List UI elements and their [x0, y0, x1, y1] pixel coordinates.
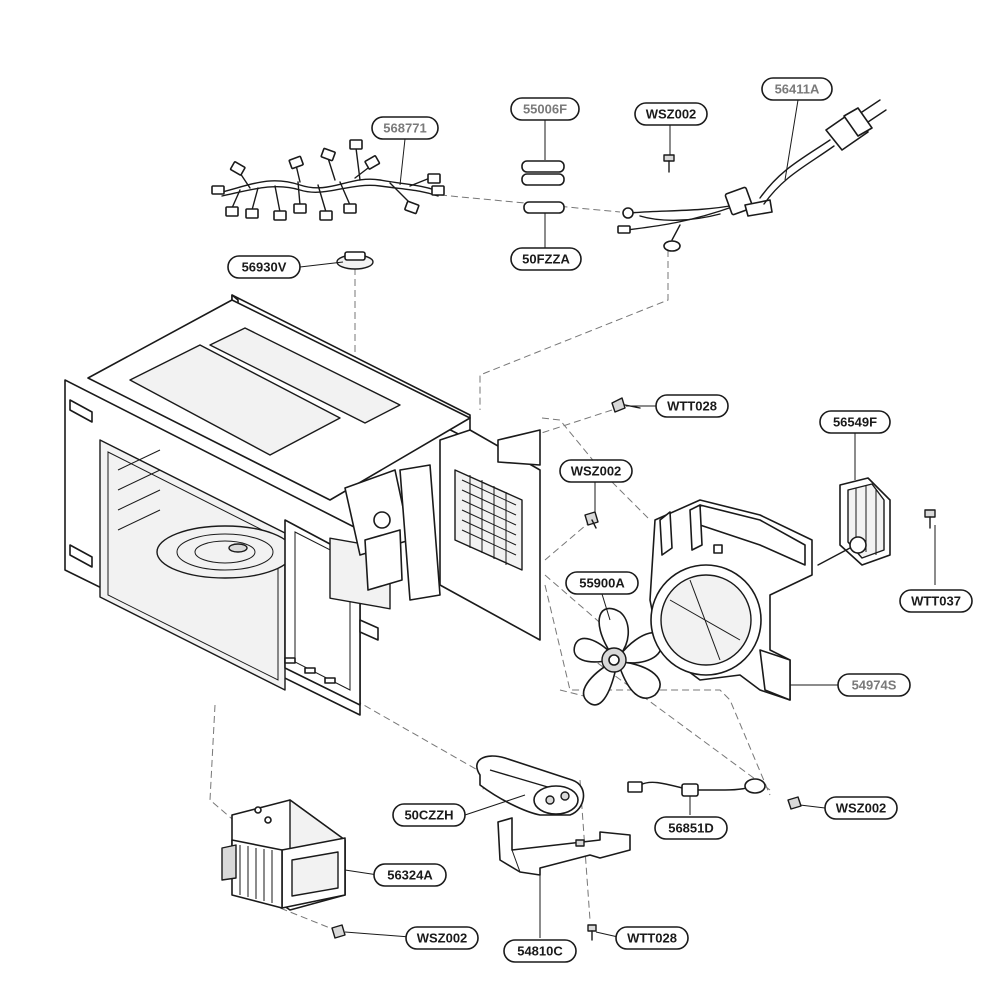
part-number-text: 54810C: [517, 944, 563, 959]
part-label-56549F: 56549F: [819, 410, 891, 434]
part-number-text: 50CZZH: [404, 808, 453, 823]
diode: [627, 778, 802, 810]
part-label-568771: 568771: [371, 116, 439, 140]
part-number-text: WSZ002: [836, 801, 887, 816]
part-number-text: WTT037: [911, 594, 961, 609]
fuses: [521, 160, 565, 214]
part-number-text: 56930V: [242, 260, 287, 275]
part-number-text: WTT028: [627, 931, 677, 946]
part-label-55006F: 55006F: [510, 97, 580, 121]
part-label-WSZ002-mid: WSZ002: [559, 459, 633, 483]
power-cord: [617, 99, 887, 252]
part-label-WSZ002-bottom: WSZ002: [405, 926, 479, 950]
part-number-text: WTT028: [667, 399, 717, 414]
part-label-54810C: 54810C: [503, 939, 577, 963]
wire-harness: [211, 139, 445, 221]
part-number-text: WSZ002: [417, 931, 468, 946]
part-label-50FZZA: 50FZZA: [510, 247, 582, 271]
screw-top: [663, 154, 675, 173]
part-number-text: 568771: [383, 121, 426, 136]
part-label-50CZZH: 50CZZH: [392, 803, 466, 827]
part-number-text: 54974S: [852, 678, 897, 693]
part-number-text: 56851D: [668, 821, 714, 836]
part-label-WTT028-lower: WTT028: [615, 926, 689, 950]
air-guide-bracket: [649, 499, 813, 701]
part-number-text: 50FZZA: [522, 252, 570, 267]
magnetron: [221, 799, 346, 939]
part-label-WTT037: WTT037: [899, 589, 973, 613]
screws-mid: [584, 397, 641, 529]
part-number-text: 55900A: [579, 576, 625, 591]
part-number-text: 55006F: [523, 102, 567, 117]
fan-motor: [817, 477, 936, 566]
part-label-55900A: 55900A: [565, 571, 639, 595]
capacitor-bracket: [497, 817, 631, 941]
leader-lines: [299, 99, 936, 938]
thermostat: [336, 251, 374, 270]
fan-blade: [573, 607, 663, 706]
part-label-56930V: 56930V: [227, 255, 301, 279]
oven-cavity: [64, 294, 541, 716]
part-label-54974S: 54974S: [837, 673, 911, 697]
part-label-WSZ002-right: WSZ002: [824, 796, 898, 820]
part-number-text: 56411A: [775, 82, 820, 97]
part-label-56324A: 56324A: [373, 863, 447, 887]
part-label-56411A: 56411A: [761, 77, 833, 101]
part-number-text: 56549F: [833, 415, 877, 430]
part-number-text: 56324A: [387, 868, 433, 883]
part-number-text: WSZ002: [571, 464, 622, 479]
part-label-WSZ002-top: WSZ002: [634, 102, 708, 126]
part-label-WTT028-upper: WTT028: [655, 394, 729, 418]
part-number-text: WSZ002: [646, 107, 697, 122]
part-label-56851D: 56851D: [654, 816, 728, 840]
